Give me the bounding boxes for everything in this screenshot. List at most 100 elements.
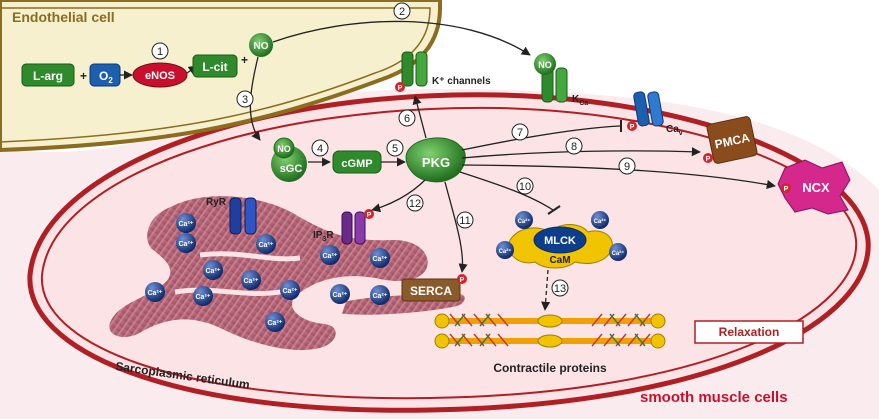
svg-text:sGC: sGC xyxy=(280,163,303,175)
svg-text:6: 6 xyxy=(404,113,410,125)
svg-text:Ca²⁺: Ca²⁺ xyxy=(283,288,298,295)
svg-text:P: P xyxy=(367,212,372,219)
l-cit-node: L-cit xyxy=(192,54,238,78)
svg-text:L-cit: L-cit xyxy=(202,60,227,74)
svg-text:Ca²⁺: Ca²⁺ xyxy=(206,268,221,275)
svg-text:P: P xyxy=(460,277,465,284)
step-7-marker: 7 xyxy=(511,123,529,141)
contractile-proteins xyxy=(434,313,666,349)
step-11-marker: 11 xyxy=(456,211,474,229)
ca-ion: Ca²⁺ xyxy=(330,284,350,304)
phospho-icon xyxy=(457,274,467,284)
step-12-marker: 12 xyxy=(406,194,424,212)
ca-ion: Ca²⁺ xyxy=(256,234,276,254)
phospho-icon xyxy=(781,183,791,193)
svg-text:13: 13 xyxy=(554,283,566,295)
svg-text:4: 4 xyxy=(317,143,323,155)
svg-text:11: 11 xyxy=(459,215,470,227)
svg-text:Ca²⁺: Ca²⁺ xyxy=(594,218,607,225)
svg-text:P: P xyxy=(706,156,711,163)
step-6-marker: 6 xyxy=(398,109,416,127)
svg-text:NO: NO xyxy=(254,41,269,52)
svg-text:5: 5 xyxy=(392,143,398,155)
phospho-icon xyxy=(627,121,637,131)
k-channel: P xyxy=(395,51,428,92)
cav-channel: P xyxy=(627,91,664,131)
svg-text:Ca²⁺: Ca²⁺ xyxy=(518,218,531,225)
svg-text:Ca²⁺: Ca²⁺ xyxy=(268,320,283,327)
arrow-7-inhibition xyxy=(461,125,621,151)
step-10-marker: 10 xyxy=(516,177,534,195)
svg-text:9: 9 xyxy=(624,161,630,173)
ca-ion: Ca²⁺ xyxy=(193,286,213,306)
step-8-marker: 8 xyxy=(565,137,583,155)
cav-label: Cav xyxy=(666,124,683,137)
no-node: NO xyxy=(249,33,273,57)
step-4-marker: 4 xyxy=(311,139,329,157)
svg-text:Ca²⁺: Ca²⁺ xyxy=(259,242,274,249)
svg-text:Ca²⁺: Ca²⁺ xyxy=(148,290,163,297)
step-1-marker: 1 xyxy=(151,42,169,60)
svg-text:Ca²⁺: Ca²⁺ xyxy=(244,278,259,285)
ca-ion: Ca²⁺ xyxy=(145,282,165,302)
l-arg-node: L-arg xyxy=(21,63,75,87)
ca-ion: Ca²⁺ xyxy=(265,312,285,332)
ip3r-label: IP3R xyxy=(313,230,334,243)
svg-text:2: 2 xyxy=(399,6,405,18)
svg-text:cGMP: cGMP xyxy=(341,158,372,170)
svg-text:L-arg: L-arg xyxy=(33,69,63,83)
svg-text:Ca²⁺: Ca²⁺ xyxy=(179,241,194,248)
svg-text:O2: O2 xyxy=(99,69,113,85)
kca-channel: NO xyxy=(534,53,568,103)
kca-label: KCa xyxy=(572,94,588,107)
svg-text:P: P xyxy=(398,85,403,92)
step-9-marker: 9 xyxy=(618,157,636,175)
svg-text:Ca²⁺: Ca²⁺ xyxy=(499,248,512,255)
svg-text:P: P xyxy=(784,186,789,193)
ca-ion: Ca²⁺ xyxy=(370,248,390,268)
arrow-6 xyxy=(412,95,427,139)
pmca-pump: PMCA xyxy=(706,116,758,164)
svg-text:1: 1 xyxy=(157,46,163,58)
svg-text:PKG: PKG xyxy=(422,155,450,170)
contractile-proteins-label: Contractile proteins xyxy=(493,361,607,375)
ca-ion: Ca²⁺ xyxy=(241,270,261,290)
svg-text:NCX: NCX xyxy=(802,180,830,195)
no-sgc-complex: NO sGC xyxy=(271,137,307,182)
arrow-11 xyxy=(444,181,468,273)
smooth-muscle-cells-label: smooth muscle cells xyxy=(640,389,788,406)
ca-ion: Ca²⁺ xyxy=(370,285,390,305)
phospho-icon xyxy=(703,153,713,163)
svg-text:8: 8 xyxy=(571,141,577,153)
svg-text:SERCA: SERCA xyxy=(410,284,452,298)
o2-node: O2 xyxy=(89,63,121,87)
svg-text:NO: NO xyxy=(277,144,291,154)
mlck-cam-complex: MLCK CaM Ca²⁺ Ca²⁺ Ca²⁺ Ca²⁺ xyxy=(496,211,627,269)
ca-ion: Ca²⁺ xyxy=(280,280,300,300)
arrow-2 xyxy=(272,20,531,56)
step-3-marker: 3 xyxy=(236,90,254,108)
svg-text:Ca²⁺: Ca²⁺ xyxy=(373,293,388,300)
step-5-marker: 5 xyxy=(386,139,404,157)
endothelial-cell-label: Endothelial cell xyxy=(12,9,115,25)
plus-sign: + xyxy=(80,69,87,83)
arrow-8 xyxy=(461,147,701,159)
ryr-channel xyxy=(229,197,257,235)
svg-text:eNOS: eNOS xyxy=(145,70,175,82)
plus-sign: + xyxy=(241,53,248,67)
svg-text:Ca²⁺: Ca²⁺ xyxy=(179,221,194,228)
enos-node: eNOS xyxy=(132,62,188,88)
ca-ion: Ca²⁺ xyxy=(176,213,196,233)
endothelial-inner-membrane xyxy=(0,7,431,143)
svg-text:3: 3 xyxy=(242,94,248,106)
ryr-label: RyR xyxy=(206,197,227,208)
svg-text:Ca²⁺: Ca²⁺ xyxy=(612,250,625,257)
svg-text:MLCK: MLCK xyxy=(544,235,576,247)
pkg-node: PKG xyxy=(405,137,466,183)
serca-pump: SERCA P xyxy=(401,274,467,302)
ca-ion: Ca²⁺ xyxy=(320,245,340,265)
phospho-icon xyxy=(395,82,405,92)
svg-text:7: 7 xyxy=(517,127,523,139)
